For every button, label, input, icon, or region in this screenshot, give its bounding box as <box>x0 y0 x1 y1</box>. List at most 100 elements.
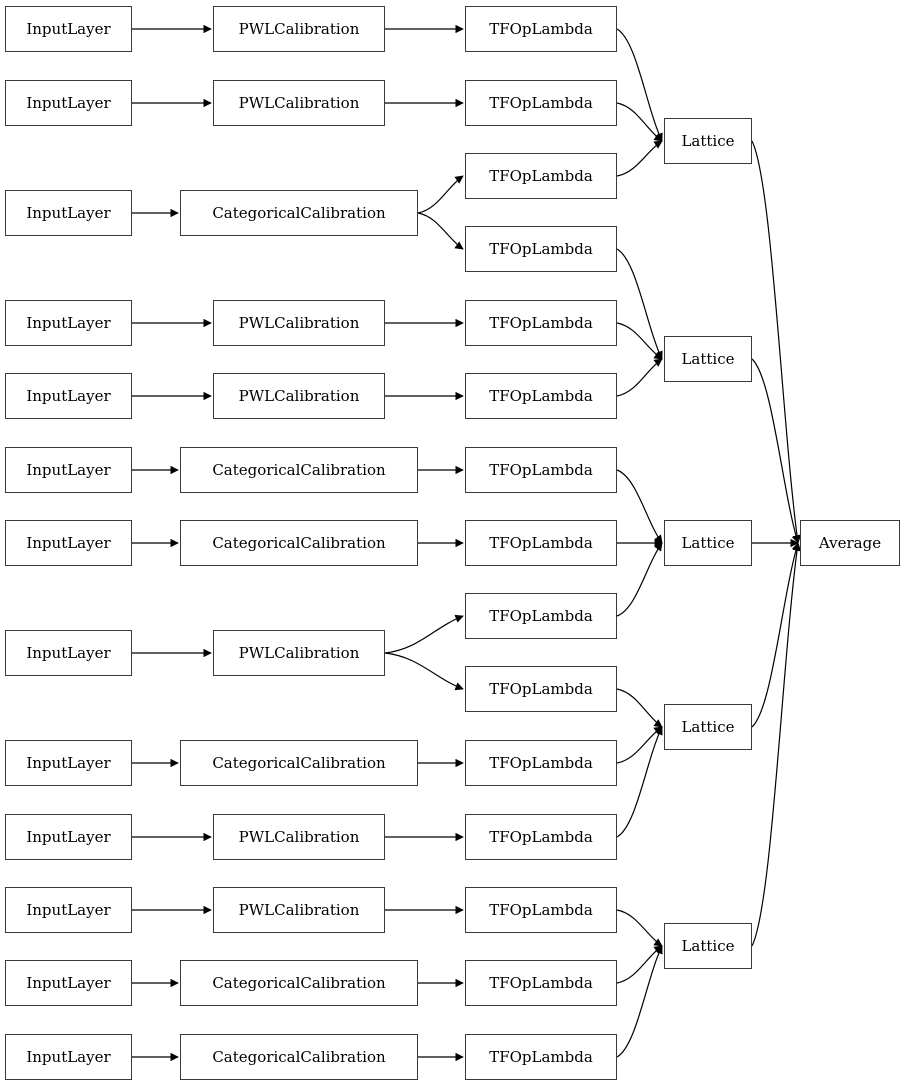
node-op10[interactable]: TFOpLambda <box>465 740 617 786</box>
edge-op13-to-lat4 <box>616 945 663 984</box>
node-label: InputLayer <box>26 386 111 405</box>
node-op0[interactable]: TFOpLambda <box>465 6 617 52</box>
node-in0[interactable]: InputLayer <box>5 6 132 52</box>
node-label: InputLayer <box>26 753 111 772</box>
node-label: TFOpLambda <box>489 753 593 772</box>
node-cal2[interactable]: CategoricalCalibration <box>180 190 418 236</box>
node-label: TFOpLambda <box>489 460 593 479</box>
edge-lat4-to-avg <box>751 542 802 947</box>
edge-lat3-to-avg <box>751 542 800 728</box>
node-op9[interactable]: TFOpLambda <box>465 666 617 712</box>
node-op11[interactable]: TFOpLambda <box>465 814 617 860</box>
node-label: InputLayer <box>26 533 111 552</box>
node-label: InputLayer <box>26 827 111 846</box>
node-label: Lattice <box>681 717 735 736</box>
edge-op6-to-lat2 <box>616 469 663 544</box>
node-cal5[interactable]: CategoricalCalibration <box>180 447 418 493</box>
node-cal10[interactable]: PWLCalibration <box>213 887 385 933</box>
node-label: TFOpLambda <box>489 93 593 112</box>
node-label: TFOpLambda <box>489 1047 593 1066</box>
edge-op8-to-lat2 <box>616 542 663 617</box>
node-label: InputLayer <box>26 313 111 332</box>
node-op6[interactable]: TFOpLambda <box>465 447 617 493</box>
node-label: TFOpLambda <box>489 533 593 552</box>
node-in6[interactable]: InputLayer <box>5 520 132 566</box>
node-label: TFOpLambda <box>489 827 593 846</box>
node-cal8[interactable]: CategoricalCalibration <box>180 740 418 786</box>
node-label: InputLayer <box>26 460 111 479</box>
node-op4[interactable]: TFOpLambda <box>465 300 617 346</box>
node-lat4[interactable]: Lattice <box>664 923 752 969</box>
node-label: Lattice <box>681 131 735 150</box>
node-lat0[interactable]: Lattice <box>664 118 752 164</box>
node-cal1[interactable]: PWLCalibration <box>213 80 385 126</box>
edge-op9-to-lat3 <box>616 688 663 728</box>
node-op5[interactable]: TFOpLambda <box>465 373 617 419</box>
node-op12[interactable]: TFOpLambda <box>465 887 617 933</box>
node-label: InputLayer <box>26 1047 111 1066</box>
node-cal12[interactable]: CategoricalCalibration <box>180 1034 418 1080</box>
node-label: PWLCalibration <box>238 827 360 846</box>
node-label: PWLCalibration <box>238 313 360 332</box>
node-op14[interactable]: TFOpLambda <box>465 1034 617 1080</box>
node-cal6[interactable]: CategoricalCalibration <box>180 520 418 566</box>
node-label: TFOpLambda <box>489 973 593 992</box>
node-in10[interactable]: InputLayer <box>5 887 132 933</box>
node-op13[interactable]: TFOpLambda <box>465 960 617 1006</box>
node-cal7[interactable]: PWLCalibration <box>213 630 385 676</box>
edge-op12-to-lat4 <box>616 909 663 947</box>
node-op2[interactable]: TFOpLambda <box>465 153 617 199</box>
node-label: PWLCalibration <box>238 93 360 112</box>
node-cal4[interactable]: PWLCalibration <box>213 373 385 419</box>
node-label: TFOpLambda <box>489 606 593 625</box>
node-label: TFOpLambda <box>489 166 593 185</box>
node-label: Lattice <box>681 533 735 552</box>
node-in9[interactable]: InputLayer <box>5 814 132 860</box>
node-avg[interactable]: Average <box>800 520 900 566</box>
edge-cal2-to-op2 <box>417 175 464 214</box>
node-label: InputLayer <box>26 973 111 992</box>
node-label: PWLCalibration <box>238 643 360 662</box>
edge-cal7-to-op9 <box>384 652 464 691</box>
node-label: TFOpLambda <box>489 679 593 698</box>
node-op1[interactable]: TFOpLambda <box>465 80 617 126</box>
node-in4[interactable]: InputLayer <box>5 373 132 419</box>
node-label: CategoricalCalibration <box>212 533 386 552</box>
edge-op11-to-lat3 <box>616 726 663 838</box>
node-lat2[interactable]: Lattice <box>664 520 752 566</box>
node-in12[interactable]: InputLayer <box>5 1034 132 1080</box>
node-label: CategoricalCalibration <box>212 753 386 772</box>
node-in1[interactable]: InputLayer <box>5 80 132 126</box>
node-cal3[interactable]: PWLCalibration <box>213 300 385 346</box>
node-op8[interactable]: TFOpLambda <box>465 593 617 639</box>
node-label: InputLayer <box>26 643 111 662</box>
edge-cal2-to-op3 <box>417 212 464 250</box>
node-in7[interactable]: InputLayer <box>5 630 132 676</box>
node-in5[interactable]: InputLayer <box>5 447 132 493</box>
edge-op0-to-lat0 <box>616 28 663 142</box>
node-in8[interactable]: InputLayer <box>5 740 132 786</box>
edge-cal7-to-op8 <box>384 614 464 654</box>
node-in11[interactable]: InputLayer <box>5 960 132 1006</box>
node-label: PWLCalibration <box>238 900 360 919</box>
node-in3[interactable]: InputLayer <box>5 300 132 346</box>
node-cal0[interactable]: PWLCalibration <box>213 6 385 52</box>
node-op7[interactable]: TFOpLambda <box>465 520 617 566</box>
node-op3[interactable]: TFOpLambda <box>465 226 617 272</box>
node-label: TFOpLambda <box>489 386 593 405</box>
node-label: CategoricalCalibration <box>212 1047 386 1066</box>
node-cal9[interactable]: PWLCalibration <box>213 814 385 860</box>
node-lat3[interactable]: Lattice <box>664 704 752 750</box>
node-in2[interactable]: InputLayer <box>5 190 132 236</box>
node-label: TFOpLambda <box>489 19 593 38</box>
node-lat1[interactable]: Lattice <box>664 336 752 382</box>
edge-op3-to-lat1 <box>616 248 663 360</box>
edge-op5-to-lat1 <box>616 358 663 397</box>
node-cal11[interactable]: CategoricalCalibration <box>180 960 418 1006</box>
edge-op10-to-lat3 <box>616 726 663 764</box>
edge-op1-to-lat0 <box>616 102 663 142</box>
node-label: CategoricalCalibration <box>212 460 386 479</box>
node-label: InputLayer <box>26 203 111 222</box>
